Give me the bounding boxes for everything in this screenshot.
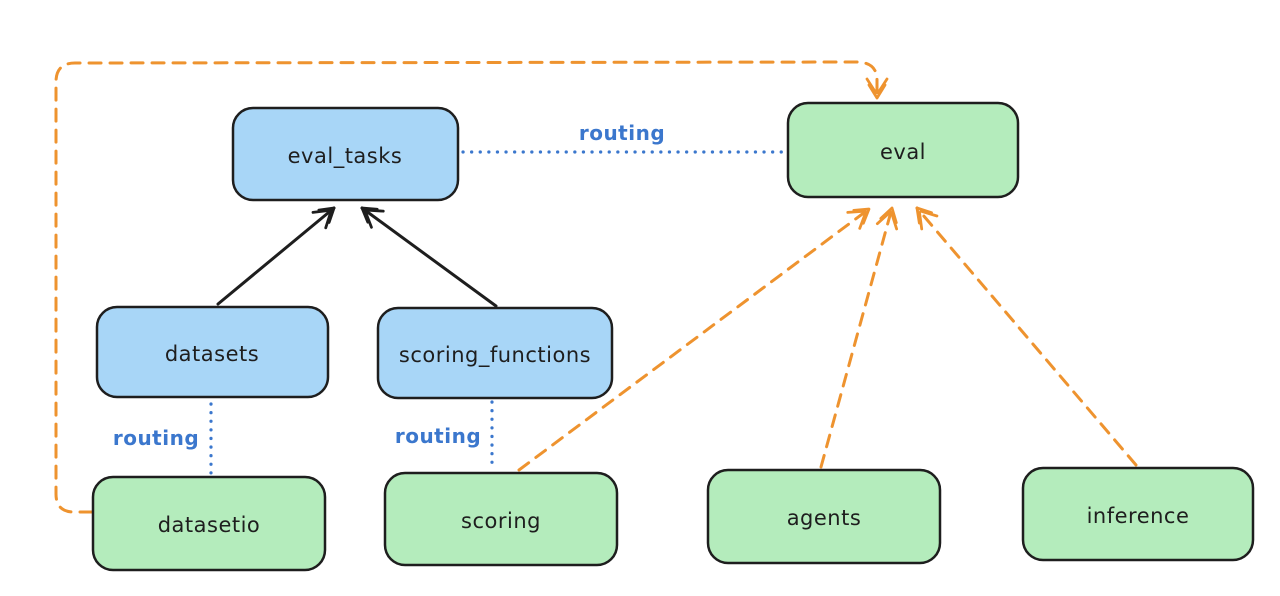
node-datasets: datasets <box>95 305 330 399</box>
edge-datasets-to-eval-tasks <box>216 206 336 306</box>
node-scoring: scoring <box>383 471 619 567</box>
routing-label-middle: routing <box>395 424 481 448</box>
node-datasets-label: datasets <box>165 342 259 366</box>
node-agents-label: agents <box>787 506 862 530</box>
node-datasetio-label: datasetio <box>158 513 261 537</box>
edge-agents-to-eval <box>819 206 899 469</box>
node-inference: inference <box>1021 466 1255 562</box>
edge-scoring-functions-to-eval-tasks <box>360 206 498 308</box>
node-eval: eval <box>786 101 1020 199</box>
node-agents: agents <box>706 468 942 565</box>
edge-scoring-to-eval <box>517 207 871 472</box>
node-eval-tasks: eval_tasks <box>231 106 460 202</box>
node-scoring-functions-label: scoring_functions <box>399 343 591 368</box>
edge-datasetio-to-eval-loop <box>54 60 889 514</box>
routing-label-left: routing <box>113 426 199 450</box>
node-scoring-label: scoring <box>461 509 541 533</box>
node-eval-label: eval <box>880 140 926 164</box>
node-scoring-functions: scoring_functions <box>376 306 614 400</box>
edge-inference-to-eval <box>915 206 1138 467</box>
routing-label-top: routing <box>579 121 665 145</box>
node-datasetio: datasetio <box>91 475 327 572</box>
node-eval-tasks-label: eval_tasks <box>288 144 403 169</box>
node-inference-label: inference <box>1087 504 1190 528</box>
